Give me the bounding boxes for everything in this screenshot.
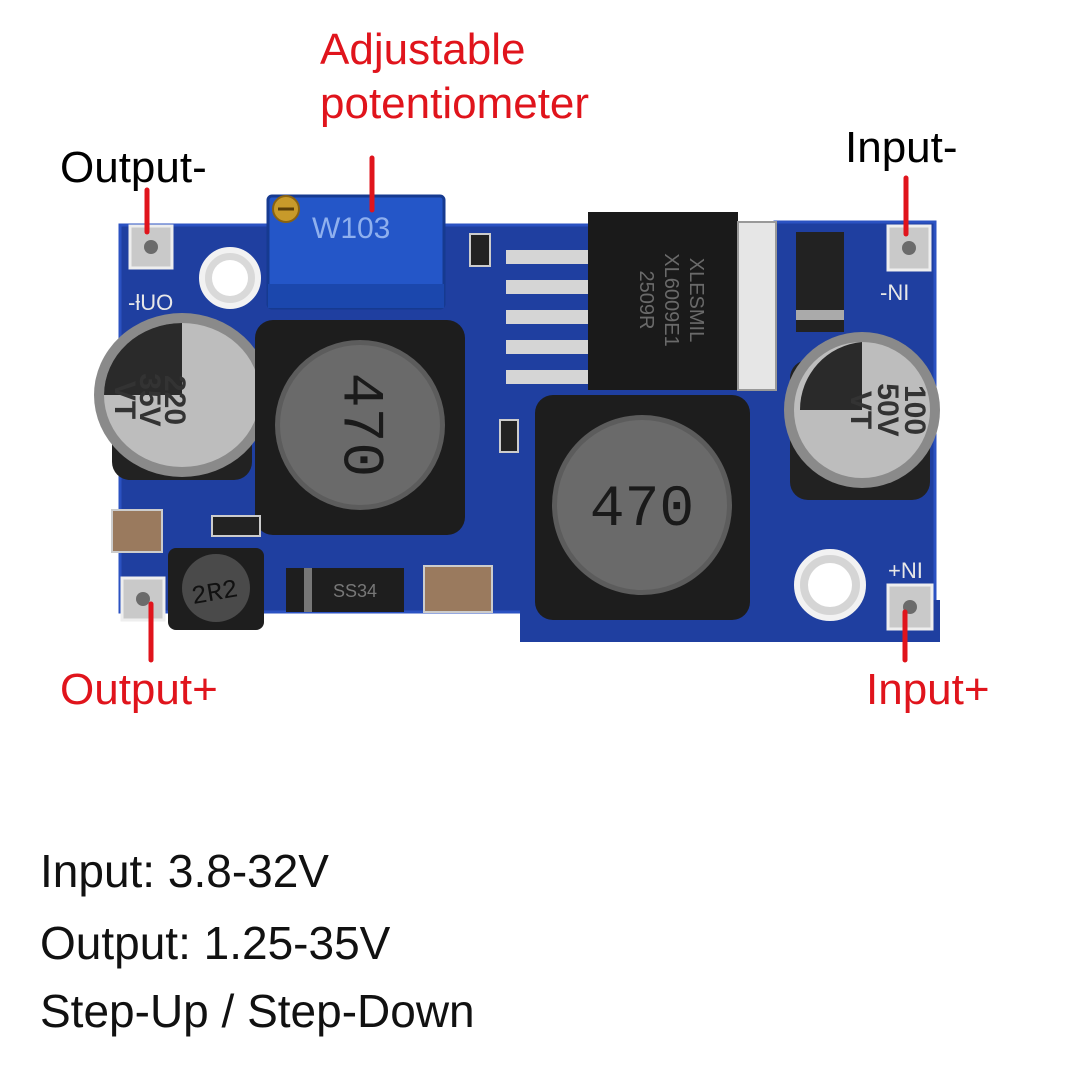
svg-text:SS34: SS34 <box>333 581 377 601</box>
mounting-holes <box>199 247 866 621</box>
spec-output: Output: 1.25-35V <box>40 917 391 969</box>
inductor-left: 470 <box>255 320 465 535</box>
callout-lines <box>144 155 909 663</box>
smd-cap-2 <box>423 565 493 613</box>
callout-potentiometer-line1: Adjustable <box>320 25 526 74</box>
svg-text:XL6009E1: XL6009E1 <box>660 253 682 346</box>
silk-out-minus: -ƚUO <box>128 290 173 315</box>
potentiometer: W103 <box>266 194 446 310</box>
capacitor-left: 220 35V VT <box>94 313 270 480</box>
svg-text:50V: 50V <box>871 383 904 436</box>
svg-text:470: 470 <box>327 373 392 477</box>
callout-input-plus: Input+ <box>866 665 990 714</box>
regulator-chip: XLESMIL XL6009E1 2509R <box>506 212 777 391</box>
smd-res-2 <box>499 419 519 453</box>
small-inductor: 2R2 <box>168 548 264 630</box>
inductor-right: 470 <box>535 395 750 620</box>
callout-potentiometer-line2: potentiometer <box>320 79 590 128</box>
svg-text:220: 220 <box>158 375 191 425</box>
spec-input: Input: 3.8-32V <box>40 845 329 897</box>
svg-text:XLESMIL: XLESMIL <box>685 258 707 342</box>
svg-text:VT: VT <box>844 391 877 429</box>
spec-mode: Step-Up / Step-Down <box>40 985 475 1037</box>
pad-input-minus <box>886 224 932 272</box>
svg-text:470: 470 <box>590 478 694 543</box>
smd-res-3 <box>211 515 261 537</box>
capacitor-right: 100 50V VT <box>784 332 940 500</box>
svg-text:100: 100 <box>898 385 931 435</box>
svg-text:VT: VT <box>108 381 141 419</box>
diode-ss34: SS34 <box>286 568 404 612</box>
svg-text:2509R: 2509R <box>635 271 657 330</box>
svg-text:35V: 35V <box>133 373 166 426</box>
solder-pads <box>120 224 934 631</box>
callout-input-minus: Input- <box>845 123 958 172</box>
pot-marking: W103 <box>312 212 390 245</box>
smd-res-1 <box>469 233 491 267</box>
silk-in-minus: -NI <box>880 280 909 305</box>
callout-output-plus: Output+ <box>60 665 218 714</box>
smd-cap-1 <box>111 509 163 553</box>
callout-output-minus: Output- <box>60 143 207 192</box>
silk-in-plus: +NI <box>888 558 923 583</box>
